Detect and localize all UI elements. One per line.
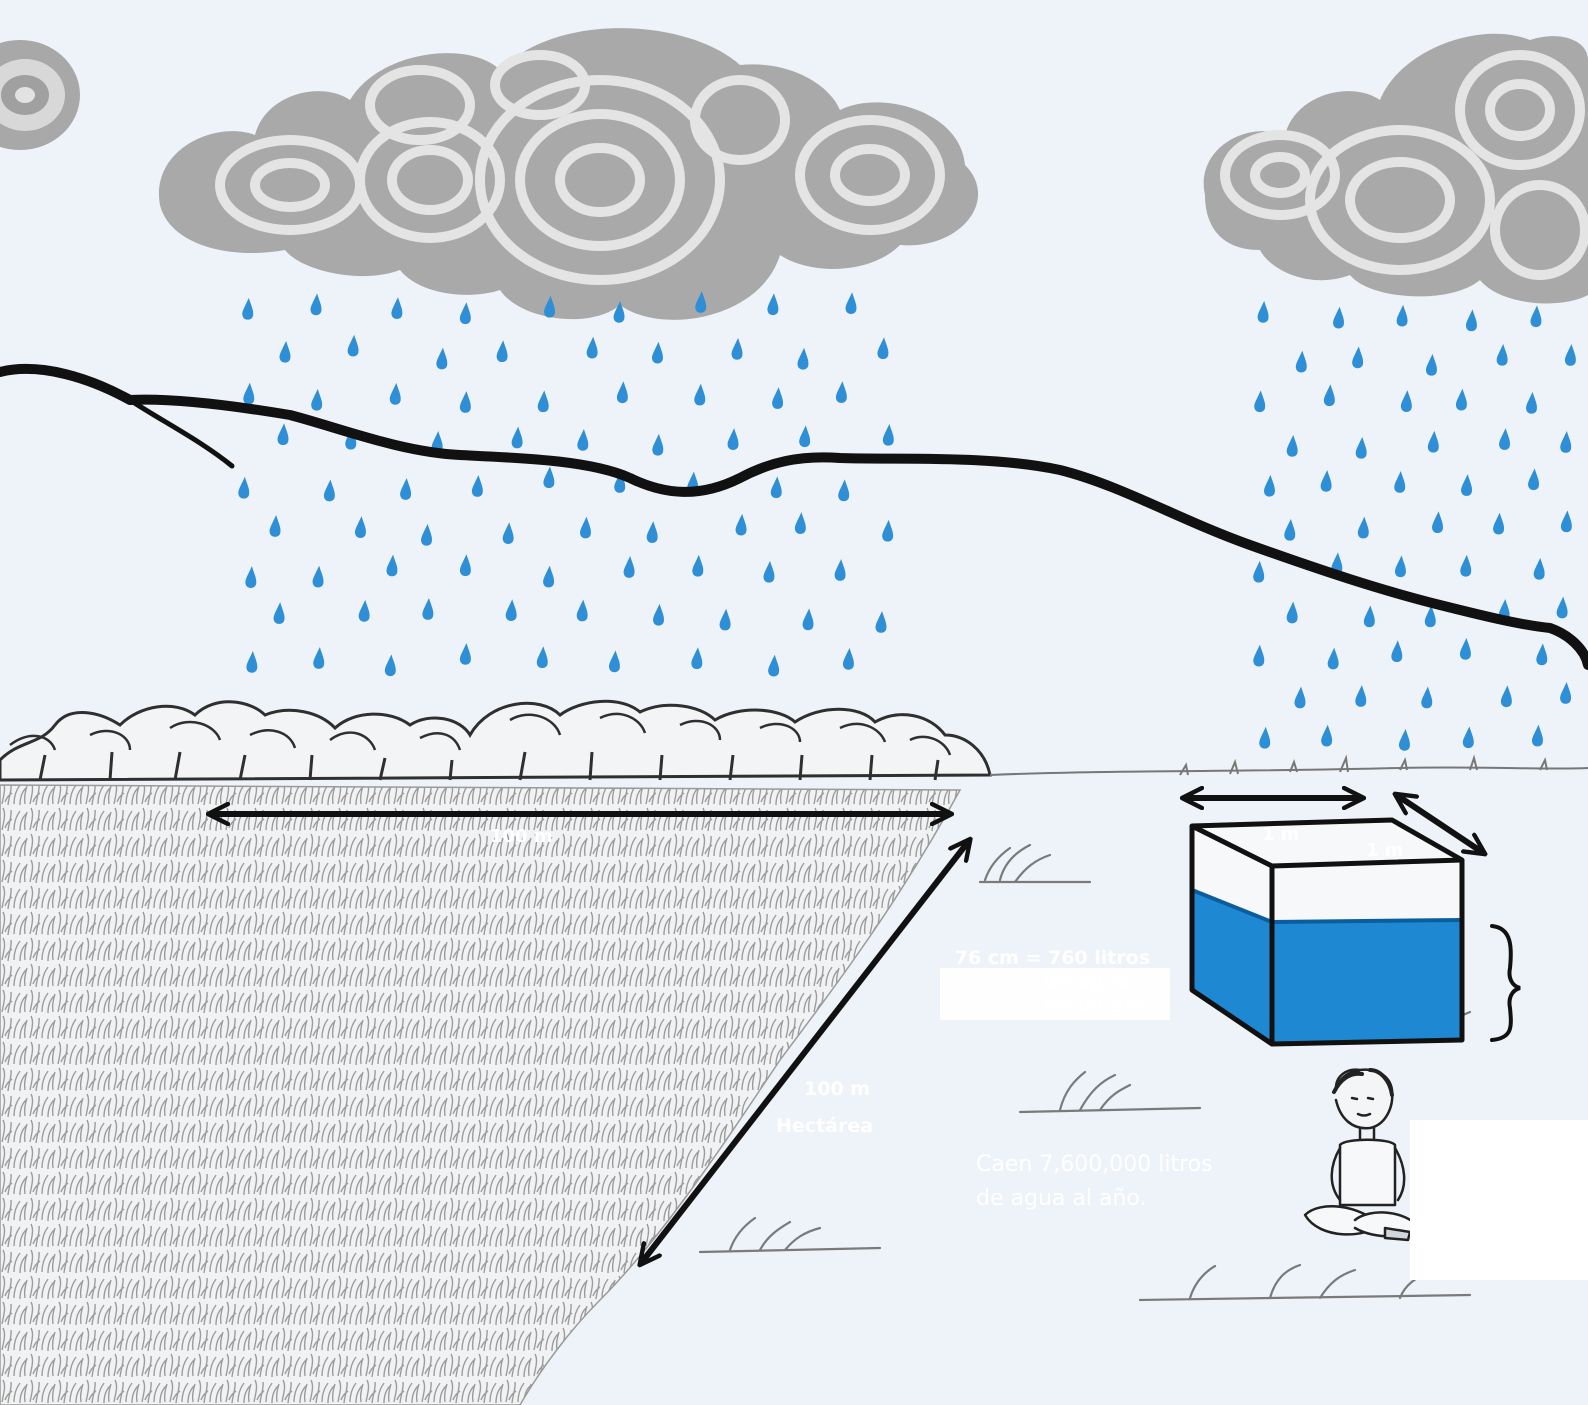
water-volume-line-2: de agua xyxy=(944,970,1150,994)
cube-water-front xyxy=(1272,920,1462,1044)
total-rain-line-1: Caen 7,600,000 litros xyxy=(976,1148,1213,1182)
water-volume-line-3: en un año xyxy=(944,994,1150,1018)
water-volume-line-1: 76 cm = 760 litros xyxy=(944,946,1150,970)
total-rain-label: Caen 7,600,000 litros de agua al año. xyxy=(976,1148,1213,1216)
water-volume-label: 76 cm = 760 litros de agua en un año xyxy=(944,946,1150,1018)
child-backdrop xyxy=(1410,1120,1588,1280)
total-rain-line-2: de agua al año. xyxy=(976,1182,1213,1216)
cube-depth-label: 1 m xyxy=(1366,840,1404,861)
width-label: 100 m xyxy=(490,826,553,847)
tree-line xyxy=(0,701,990,780)
cube-width-label: 1 m xyxy=(1262,824,1300,845)
water-cube xyxy=(1192,820,1462,1044)
area-label: Hectárea xyxy=(776,1115,873,1137)
depth-label: 100 m xyxy=(804,1078,870,1100)
